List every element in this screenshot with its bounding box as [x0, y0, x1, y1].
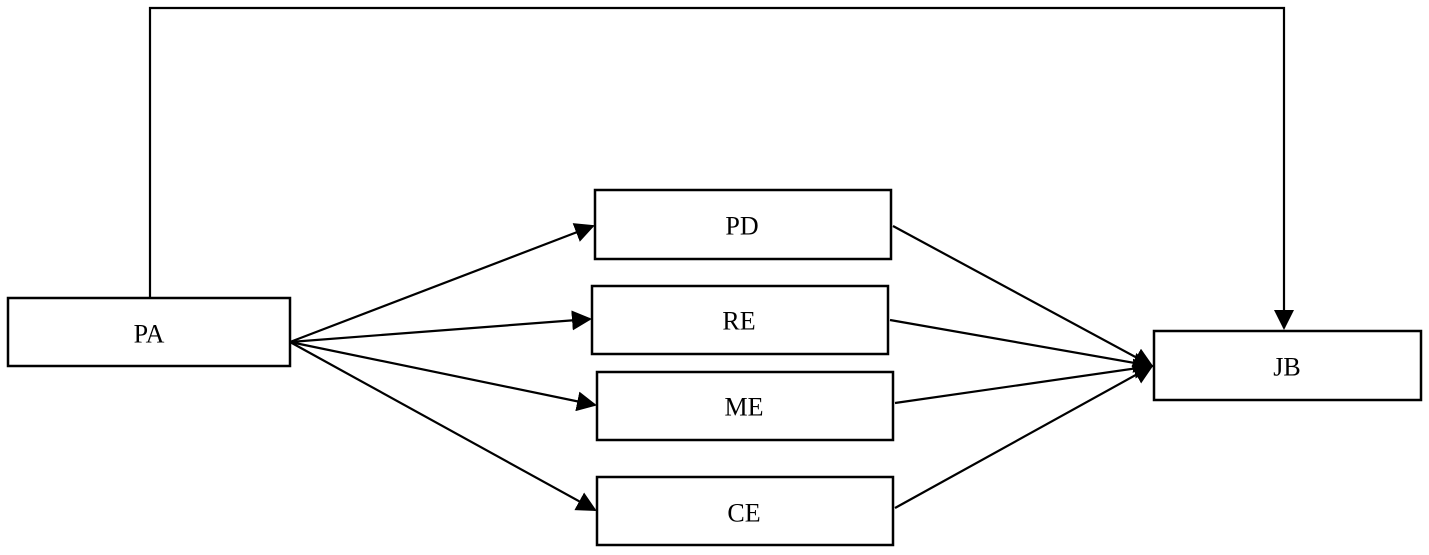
node-me-label: ME — [725, 393, 764, 422]
node-jb-label: JB — [1273, 353, 1300, 382]
node-ce-label: CE — [727, 499, 760, 528]
node-me: ME — [595, 370, 895, 442]
node-pa: PA — [6, 296, 292, 368]
edge-me-to-jb — [894, 358, 1154, 405]
edge-pa-to-me — [289, 340, 597, 412]
node-re: RE — [590, 284, 890, 356]
edge-ce-to-jb — [894, 365, 1154, 509]
node-jb: JB — [1152, 329, 1423, 402]
node-pd-label: PD — [725, 212, 758, 241]
node-re-label: RE — [722, 307, 755, 336]
node-ce: CE — [595, 475, 895, 547]
edge-pa-to-pd — [289, 223, 595, 344]
edge-pa-to-ce — [289, 341, 597, 511]
edge-re-to-jb — [889, 318, 1154, 373]
edge-pa-to-jb — [148, 6, 1294, 330]
node-pa-label: PA — [134, 320, 165, 349]
node-pd: PD — [593, 188, 893, 261]
edge-pd-to-jb — [892, 225, 1154, 367]
edge-pa-to-re — [289, 310, 592, 344]
